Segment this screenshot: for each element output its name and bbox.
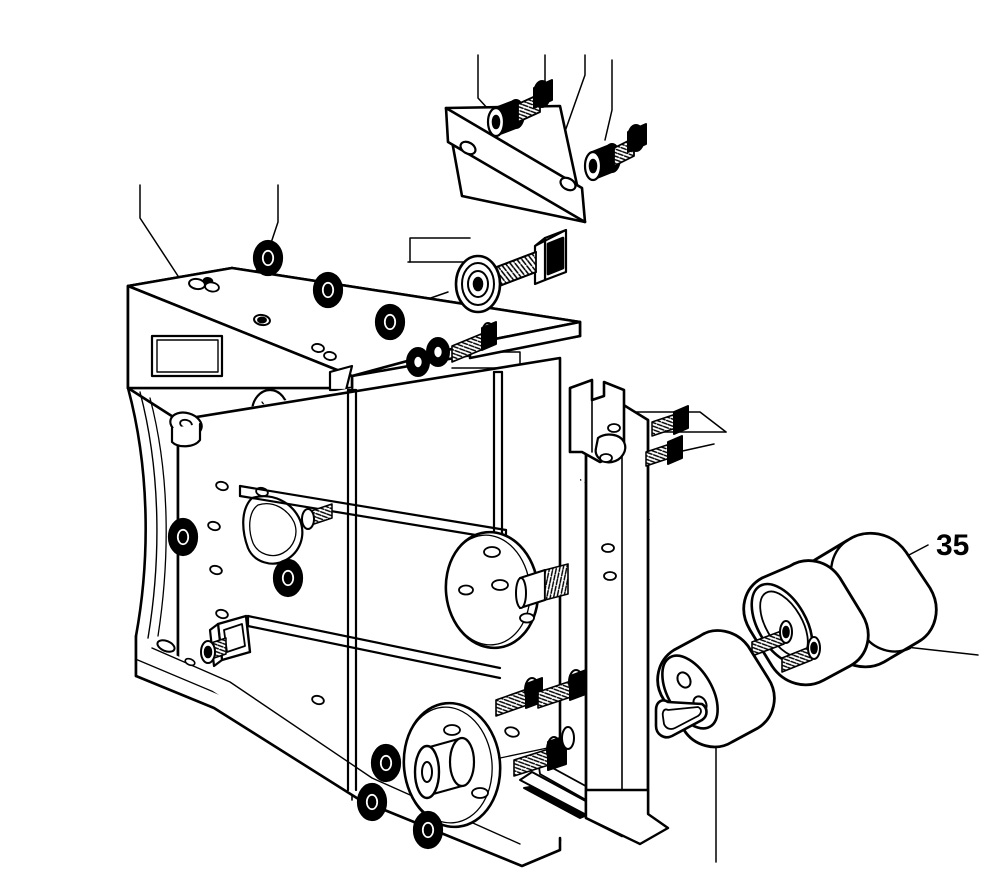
motor-connector-tab [654, 699, 708, 739]
long-bolt-1 [495, 677, 543, 717]
callout-number-35: 35 [936, 529, 970, 562]
slot-mount-screw [301, 503, 333, 530]
grommet-upper-3 [374, 303, 406, 341]
grommet-left-mid [167, 517, 199, 557]
hex-bolt-upper-right [613, 123, 647, 167]
top-mounting-plate [444, 104, 587, 224]
long-bolt-3 [513, 726, 575, 777]
grommet-upper-1 [252, 239, 284, 277]
lower-flange-disc-hub [402, 701, 502, 829]
screw-washer-assembly [451, 321, 497, 363]
hex-bolt-upper-left [517, 79, 553, 123]
bearing-pulley [454, 254, 502, 314]
bracket-screw-lower [645, 435, 683, 467]
right-angle-bracket [568, 378, 627, 464]
long-bolt-2 [537, 669, 587, 709]
washer-pair [406, 337, 450, 377]
grommet-upper-2 [312, 271, 344, 309]
grommet-left-lower [272, 558, 304, 598]
motor-mount-screw-2 [781, 636, 821, 673]
center-flange-disc [444, 530, 569, 650]
clamp-screw [200, 637, 227, 664]
grommet-bottom-2 [356, 782, 388, 822]
grommet-bottom-1 [370, 743, 402, 783]
grommet-bottom-3 [412, 810, 444, 850]
gearbox-housing [742, 531, 938, 687]
bracket-screw-upper [651, 405, 689, 437]
spacer-bushing-upper-left [486, 99, 525, 138]
right-vertical-rail [584, 399, 670, 846]
